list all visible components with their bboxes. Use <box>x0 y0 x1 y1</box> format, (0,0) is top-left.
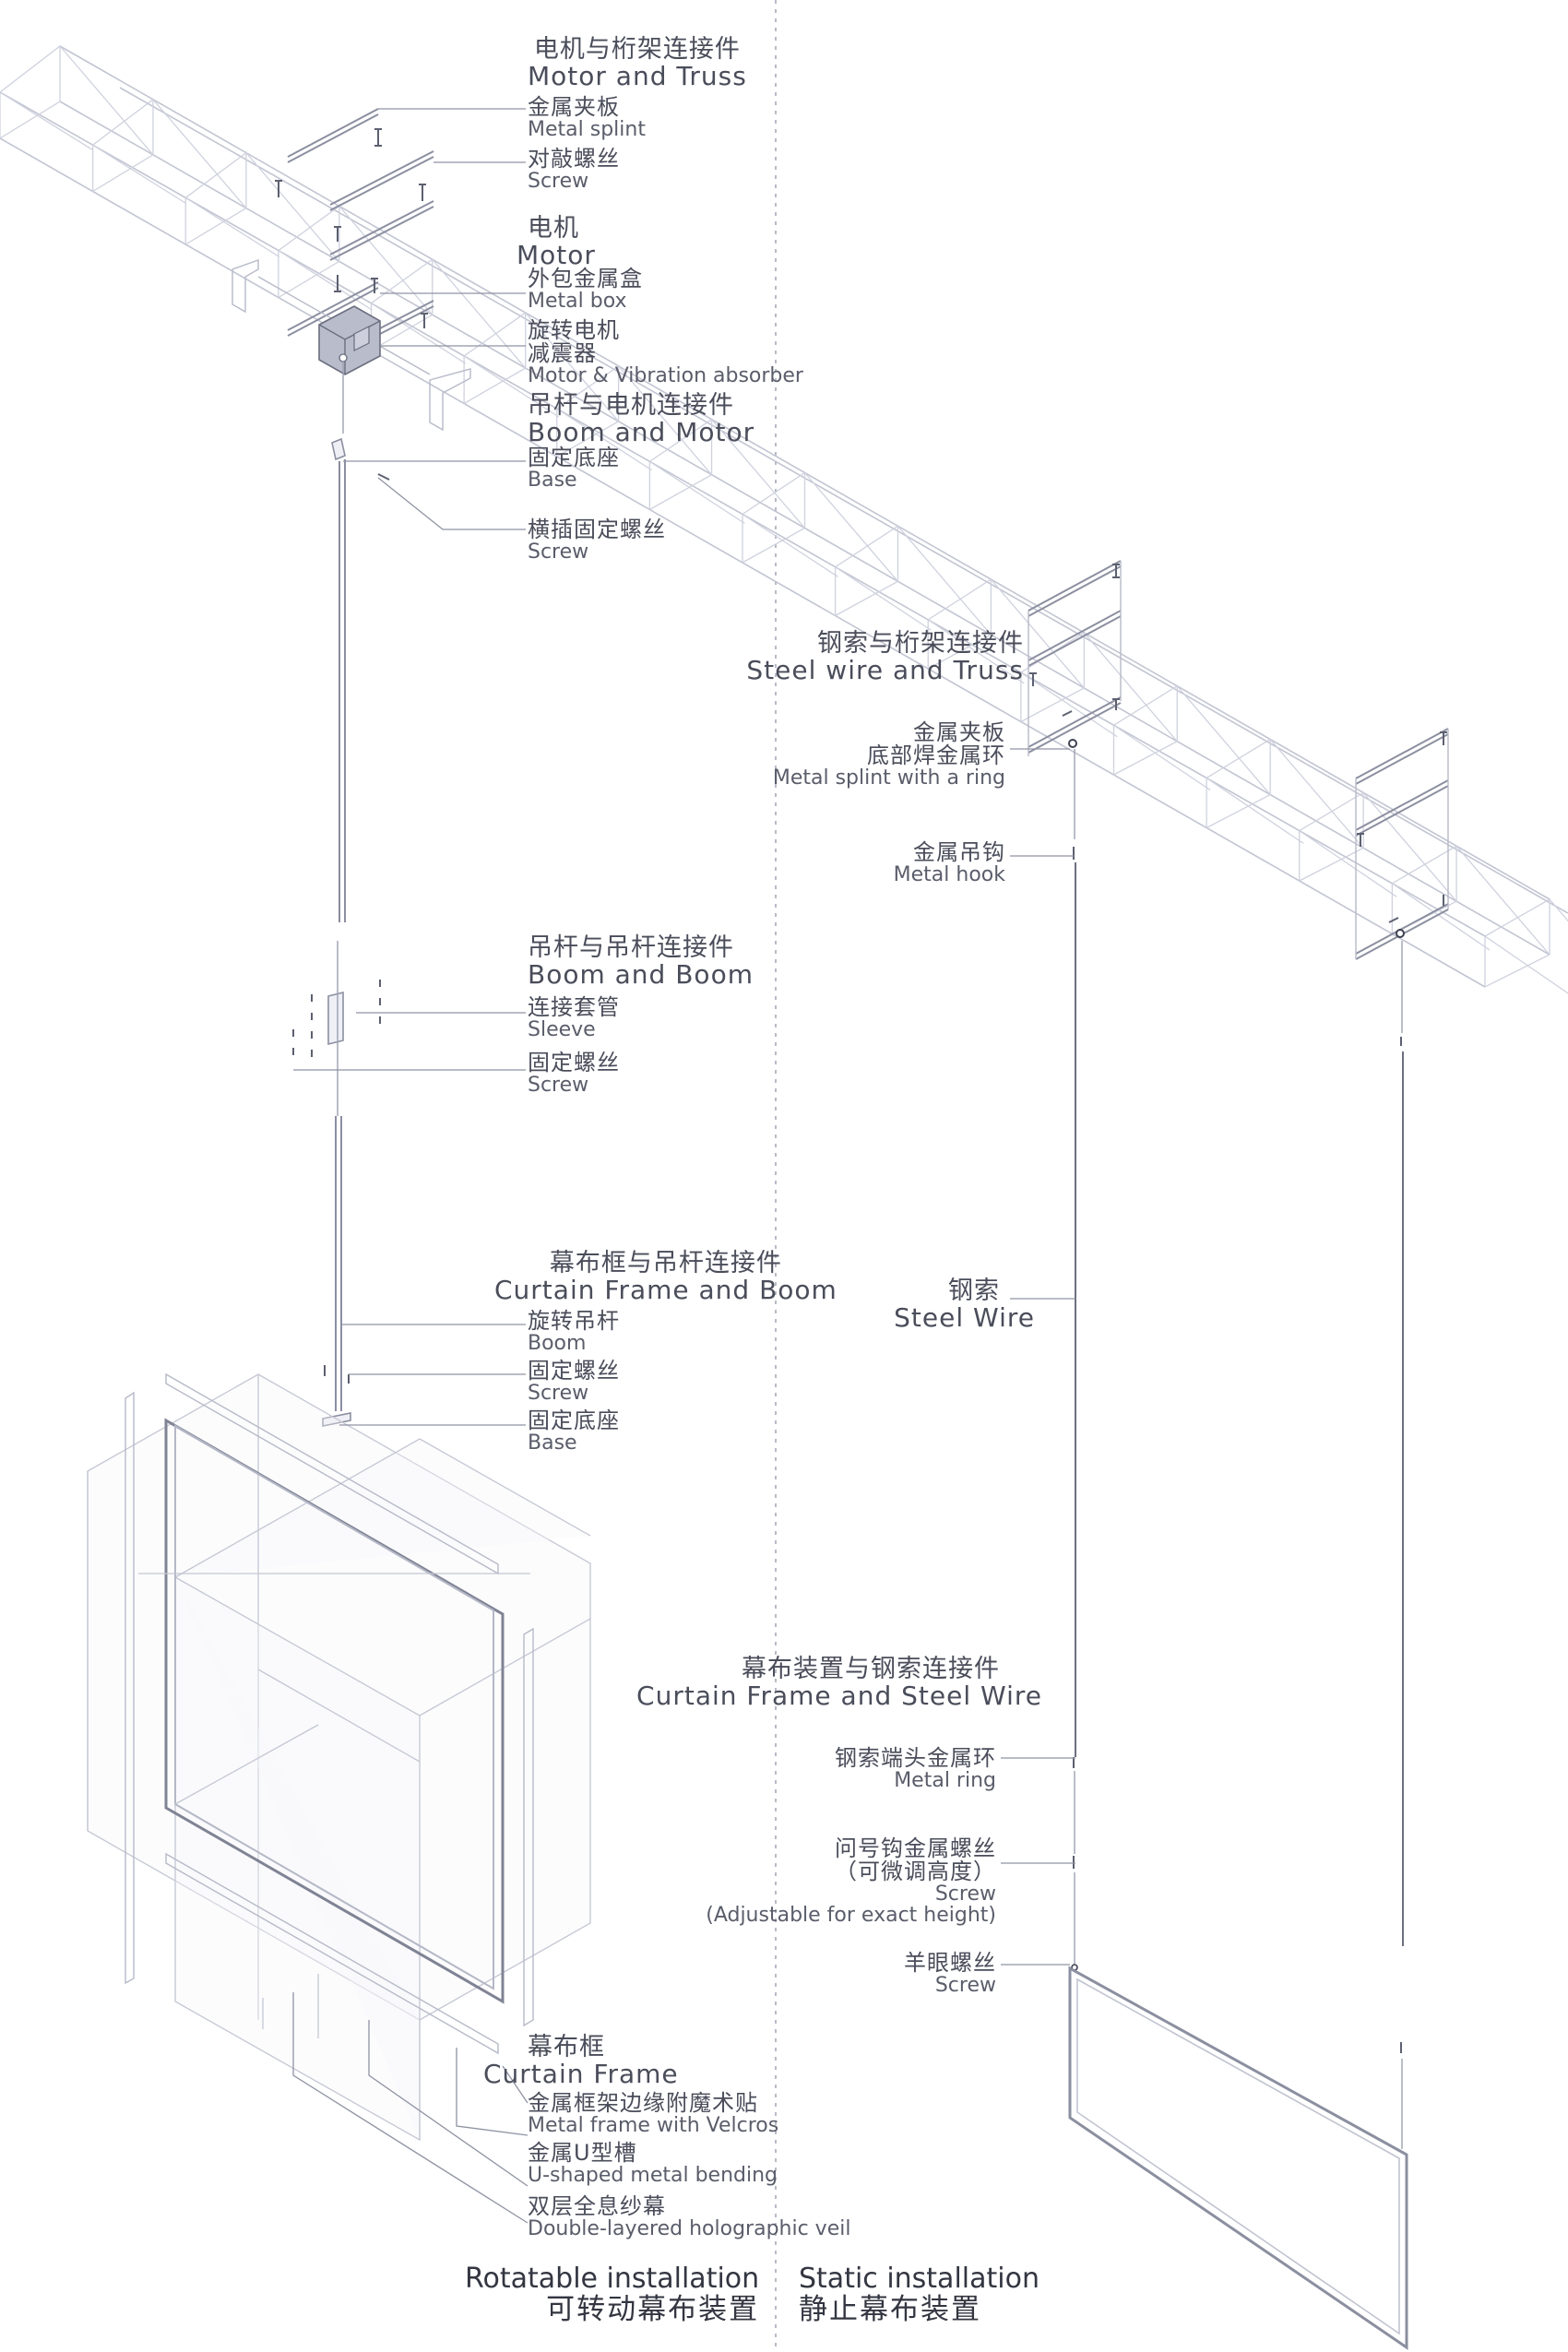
sleeve-parts <box>292 941 381 1116</box>
label-motor-truss: 电机与桁架连接件 Motor and Truss <box>528 35 747 92</box>
label-metal-ring: 钢索端头金属环 Metal ring <box>835 1745 996 1793</box>
label-steel-wire: 钢索 Steel Wire <box>894 1277 1035 1334</box>
label-sleeve: 连接套管 Sleeve <box>528 994 620 1042</box>
footer-rotatable: Rotatable installation 可转动幕布装置 <box>465 2263 760 2326</box>
leader-lines <box>292 108 1075 2224</box>
label-u-bend: 金属U型槽 U-shaped metal bending <box>528 2140 778 2188</box>
label-frame-wire: 幕布装置与钢索连接件 Curtain Frame and Steel Wire <box>636 1655 1042 1712</box>
footer-static: Static installation 静止幕布装置 <box>799 2263 1039 2326</box>
label-rot-boom: 旋转吊杆 Boom <box>528 1308 620 1356</box>
lower-boom <box>322 1116 351 1427</box>
label-screw-low: 固定螺丝 Screw <box>528 1358 620 1406</box>
label-boom-motor: 吊杆与电机连接件 Boom and Motor <box>528 391 755 448</box>
label-frame-boom: 幕布框与吊杆连接件 Curtain Frame and Boom <box>494 1249 837 1306</box>
label-hook: 金属吊钩 Metal hook <box>893 839 1005 887</box>
label-base-top: 固定底座 Base <box>528 445 620 493</box>
truss <box>0 44 1568 994</box>
label-q-screw: 问号钩金属螺丝 （可微调高度） Screw (Adjustable for ex… <box>706 1835 996 1928</box>
motor-truss-parts <box>232 108 471 922</box>
motor-block <box>318 305 381 375</box>
label-velcro: 金属框架边缘附魔术贴 Metal frame with Velcros <box>528 2090 779 2138</box>
label-wire-truss: 钢索与桁架连接件 Steel wire and Truss <box>746 629 1024 686</box>
static-curtain-frame <box>1068 1966 1408 2350</box>
label-metal-splint: 金属夹板 Metal splint <box>528 94 646 142</box>
label-splint-ring: 金属夹板 底部焊金属环 Metal splint with a ring <box>772 719 1005 790</box>
static-wires <box>1071 749 1404 2149</box>
curtain-frame-assembly <box>87 1372 591 2142</box>
label-rotary-motor: 旋转电机 减震器 Motor & Vibration absorber <box>528 317 803 388</box>
static-truss-plates <box>1028 560 1449 960</box>
label-base-low: 固定底座 Base <box>528 1408 620 1455</box>
label-screw-top: 对敲螺丝 Screw <box>528 146 620 194</box>
label-screw-mid: 固定螺丝 Screw <box>528 1050 620 1098</box>
label-eye-screw: 羊眼螺丝 Screw <box>904 1950 996 1998</box>
label-veil: 双层全息纱幕 Double-layered holographic veil <box>528 2193 851 2241</box>
label-boom-boom: 吊杆与吊杆连接件 Boom and Boom <box>528 933 754 991</box>
label-curtain-frame: 幕布框 Curtain Frame <box>483 2033 679 2090</box>
label-motor: 电机 Motor <box>517 214 596 271</box>
label-cross-screw: 横插固定螺丝 Screw <box>528 517 666 564</box>
label-metal-box: 外包金属盒 Metal box <box>528 266 643 314</box>
